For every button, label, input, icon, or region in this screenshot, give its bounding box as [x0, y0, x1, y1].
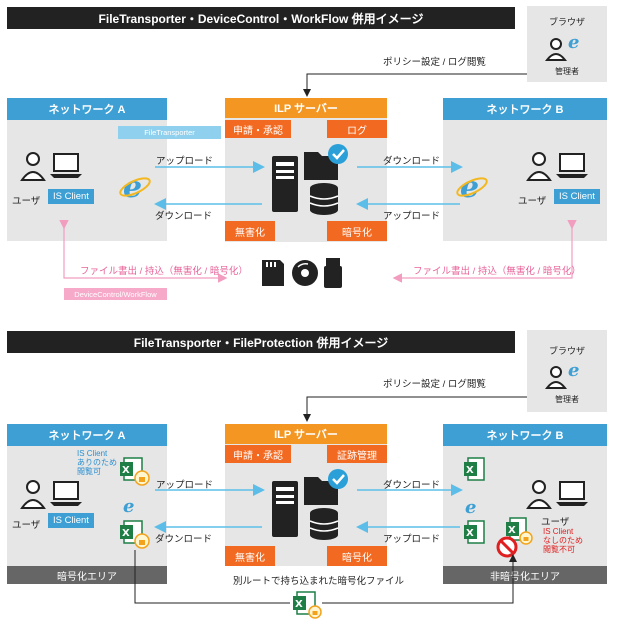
bottom-zone-a: 暗号化エリア	[7, 566, 167, 584]
top-download-left-label: ダウンロード	[155, 211, 213, 222]
bottom-download-right-label: ダウンロード	[383, 480, 441, 491]
bottom-server-header: ILP サーバー	[225, 424, 387, 444]
top-network-a-panel	[7, 98, 167, 241]
top-harmless-box: 無害化	[225, 221, 275, 241]
top-server-header: ILP サーバー	[225, 98, 387, 118]
bottom-route-left-line	[134, 550, 290, 604]
bottom-route-right-arrow	[322, 554, 517, 604]
top-network-b-header: ネットワーク B	[443, 98, 607, 120]
top-devicecontrol-chip: DeviceControl/WorkFlow	[64, 288, 167, 300]
svg-text:e: e	[465, 497, 476, 518]
top-admin-label: 管理者	[555, 67, 579, 76]
top-filetransporter-chip: FileTransporter	[118, 126, 221, 139]
bottom-user-b-icon	[526, 478, 592, 512]
bottom-note-b: IS Client なしのため 閲覧不可	[543, 527, 583, 554]
svg-text:X: X	[466, 528, 474, 539]
top-client-b: IS Client	[554, 189, 600, 204]
bottom-route-excel-lock-icon: X	[291, 590, 323, 620]
bottom-encrypt-box: 暗号化	[327, 546, 387, 566]
bottom-network-b-header: ネットワーク B	[443, 424, 607, 446]
top-user-b-label: ユーザ	[518, 196, 547, 207]
bottom-upload-left-label: アップロード	[156, 480, 214, 491]
top-title: FileTransporter・DeviceControl・WorkFlow 併…	[98, 11, 424, 26]
bottom-ie-icon-a: e	[120, 495, 142, 517]
top-export-left-arrow	[59, 219, 228, 283]
top-title-bar: FileTransporter・DeviceControl・WorkFlow 併…	[7, 7, 515, 29]
top-upload-right-label: アップロード	[383, 211, 441, 222]
svg-text:X: X	[122, 528, 130, 539]
top-log-box: ログ	[327, 120, 387, 138]
bottom-upload-right-label: アップロード	[383, 534, 441, 545]
top-admin-icon: e	[544, 28, 584, 64]
top-upload-left-label: アップロード	[156, 156, 214, 167]
top-encrypt-box: 暗号化	[327, 221, 387, 241]
svg-text:X: X	[508, 525, 516, 536]
bottom-zone-b: 非暗号化エリア	[443, 566, 607, 584]
top-policy-arrow	[303, 73, 527, 97]
top-arrows	[59, 73, 577, 283]
top-client-a: IS Client	[48, 189, 94, 204]
bottom-user-a-label: ユーザ	[12, 520, 41, 531]
svg-text:X: X	[122, 465, 130, 476]
bottom-server-icon	[268, 465, 354, 543]
bottom-policy-label: ポリシー設定 / ログ閲覧	[383, 379, 486, 390]
svg-text:X: X	[466, 465, 474, 476]
top-server-icon	[268, 140, 354, 218]
top-user-a-label: ユーザ	[12, 196, 41, 207]
svg-text:e: e	[123, 496, 134, 517]
bottom-harmless-box: 無害化	[225, 546, 275, 566]
svg-text:e: e	[568, 32, 579, 53]
top-export-right-arrow	[392, 219, 577, 283]
bottom-ie-icon-b: e	[462, 496, 484, 518]
top-browser-box	[527, 6, 607, 82]
bottom-excel-icon-b2: X	[462, 519, 486, 545]
top-download-right-label: ダウンロード	[383, 156, 441, 167]
svg-text:X: X	[295, 599, 303, 610]
bottom-browser-label: ブラウザ	[549, 346, 586, 356]
top-user-b-icon	[526, 150, 592, 184]
bottom-excel-lock-icon-a2: X	[118, 519, 150, 549]
bottom-browser-box	[527, 330, 607, 412]
top-media-icons	[258, 254, 350, 290]
top-user-a-icon	[20, 150, 86, 184]
top-browser-label: ブラウザ	[549, 17, 586, 27]
bottom-user-a-icon	[20, 478, 86, 512]
svg-text:e: e	[568, 360, 579, 381]
top-apply-box: 申請・承認	[225, 120, 291, 138]
top-ie-icon-b: e	[455, 169, 489, 205]
bottom-title: FileTransporter・FileProtection 併用イメージ	[133, 335, 389, 350]
bottom-download-left-label: ダウンロード	[155, 534, 213, 545]
bottom-admin-label: 管理者	[555, 395, 579, 404]
top-ie-icon-a: e	[118, 169, 152, 205]
top-policy-label: ポリシー設定 / ログ閲覧	[383, 57, 486, 68]
bottom-apply-box: 申請・承認	[225, 445, 291, 463]
bottom-excel-lock-icon-a1: X	[118, 456, 150, 486]
bottom-excel-lock-blocked-icon: X	[496, 516, 536, 558]
bottom-title-bar: FileTransporter・FileProtection 併用イメージ	[7, 331, 515, 353]
bottom-policy-arrow	[303, 396, 527, 422]
bottom-network-a-header: ネットワーク A	[7, 424, 167, 446]
bottom-route-label: 別ルートで持ち込まれた暗号化ファイル	[233, 576, 405, 587]
bottom-user-b-label: ユーザ	[541, 517, 570, 528]
top-export-left-label: ファイル書出 / 持込（無害化 / 暗号化）	[80, 266, 248, 277]
bottom-cert-box: 証跡管理	[327, 445, 387, 463]
bottom-client-a: IS Client	[48, 513, 94, 528]
bottom-excel-icon-b1: X	[462, 456, 486, 482]
bottom-note-a: IS Client ありのため 閲覧可	[77, 449, 117, 476]
top-export-right-label: ファイル書出 / 持込（無害化 / 暗号化）	[413, 266, 581, 277]
bottom-admin-icon: e	[544, 356, 584, 392]
top-network-a-header: ネットワーク A	[7, 98, 167, 120]
